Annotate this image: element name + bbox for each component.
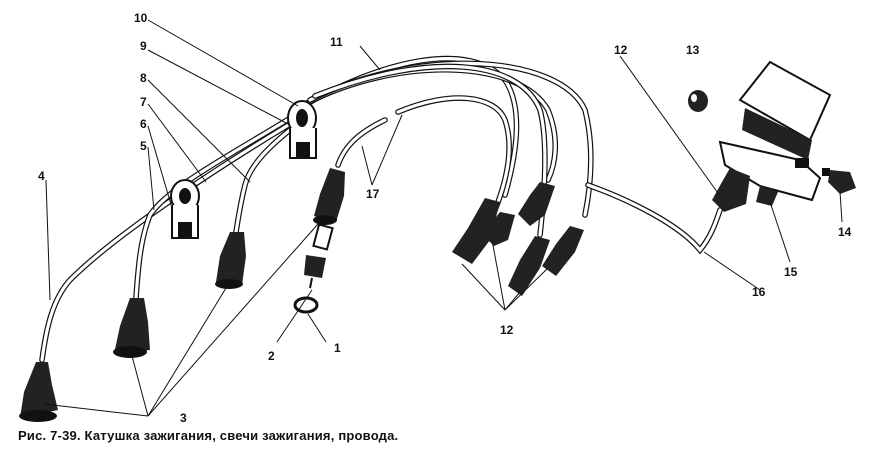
clamp-right <box>287 100 317 159</box>
label-3: 3 <box>180 411 187 425</box>
label-12-coil: 12 <box>614 43 628 57</box>
plug-cap-mid-left <box>215 232 246 289</box>
plug-cap-center <box>313 168 345 225</box>
spark-plug <box>304 223 334 289</box>
label-6: 6 <box>140 117 147 131</box>
label-4: 4 <box>38 169 45 183</box>
plug-cap-far-left <box>19 362 58 422</box>
label-10: 10 <box>134 11 148 25</box>
label-15: 15 <box>784 265 798 279</box>
sealing-washer <box>293 296 319 314</box>
leader-lines <box>43 19 843 417</box>
label-2: 2 <box>268 349 275 363</box>
part-labels: 1 2 3 4 5 6 7 8 9 10 11 12 12 13 14 15 1… <box>38 11 852 425</box>
figure-caption: Рис. 7-39. Катушка зажигания, свечи зажи… <box>18 428 399 443</box>
plug-cap-left <box>113 298 150 358</box>
clamp-left <box>170 179 200 239</box>
label-5: 5 <box>140 139 147 153</box>
label-7: 7 <box>140 95 147 109</box>
label-13: 13 <box>686 43 700 57</box>
label-17: 17 <box>366 187 380 201</box>
label-1: 1 <box>334 341 341 355</box>
ignition-coil <box>712 60 832 212</box>
label-8: 8 <box>140 71 147 85</box>
label-12-caps: 12 <box>500 323 514 337</box>
label-16: 16 <box>752 285 766 299</box>
coil-terminal <box>822 168 856 194</box>
caps-right-group <box>452 182 584 296</box>
coil-nut <box>688 90 708 112</box>
label-11: 11 <box>330 35 343 49</box>
label-14: 14 <box>838 225 852 239</box>
label-9: 9 <box>140 39 147 53</box>
